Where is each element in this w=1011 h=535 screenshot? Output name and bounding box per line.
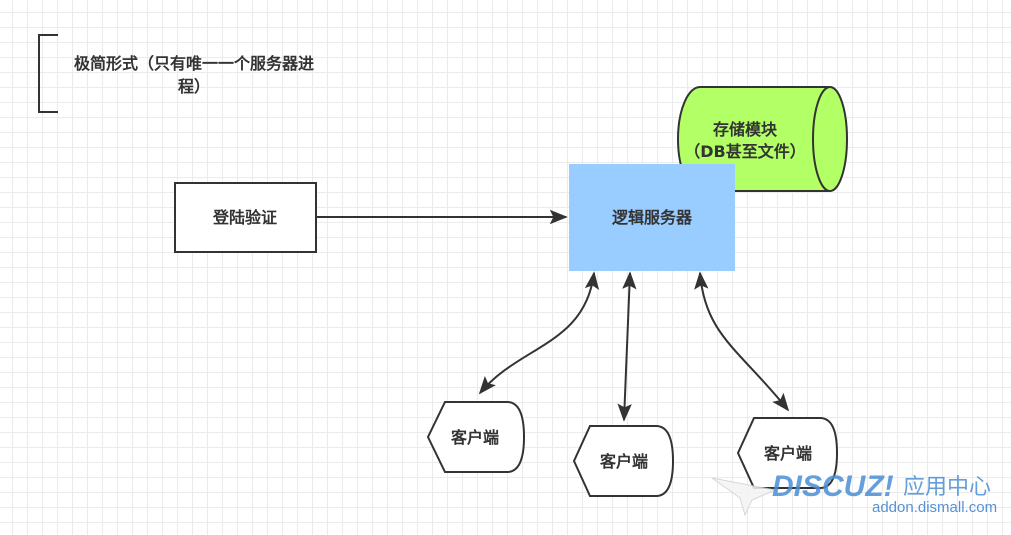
logic-server-node[interactable]: 逻辑服务器 bbox=[569, 164, 735, 271]
login-auth-label: 登陆验证 bbox=[212, 208, 277, 227]
watermark-brand: DISCUZ! bbox=[772, 470, 894, 503]
client-shape-2 bbox=[572, 425, 675, 497]
storage-label-line2: （DB甚至文件） bbox=[684, 142, 805, 161]
client-label-2: 客户端 bbox=[600, 452, 648, 471]
paper-plane-icon bbox=[711, 477, 777, 517]
login-auth-node[interactable]: 登陆验证 bbox=[174, 182, 317, 253]
edge-server-client-1[interactable] bbox=[478, 271, 600, 395]
edge-server-client-2[interactable] bbox=[617, 271, 637, 422]
note-text-line1: 极简形式（只有唯一一个服务器进 bbox=[74, 54, 314, 73]
watermark-cn: 应用中心 bbox=[903, 475, 991, 500]
storage-cylinder-cap bbox=[812, 86, 848, 192]
edge-server-client-3[interactable] bbox=[694, 271, 790, 412]
watermark-url: addon.dismall.com bbox=[872, 499, 997, 516]
logic-server-box bbox=[569, 164, 735, 271]
note-bracket bbox=[38, 34, 58, 113]
storage-label-line1: 存储模块 bbox=[713, 120, 778, 139]
note-text-line2: 程） bbox=[178, 77, 210, 96]
watermark: DISCUZ! 应用中心 addon.dismall.com bbox=[711, 470, 997, 517]
client-shape-1 bbox=[426, 401, 526, 473]
client-shape-3 bbox=[736, 417, 839, 489]
client-node-1[interactable]: 客户端 bbox=[426, 401, 526, 473]
client-label-3: 客户端 bbox=[764, 444, 812, 463]
logic-server-label: 逻辑服务器 bbox=[612, 208, 693, 227]
client-node-2[interactable]: 客户端 bbox=[572, 425, 675, 497]
note-annotation[interactable]: 极简形式（只有唯一一个服务器进 程） bbox=[38, 34, 314, 113]
client-node-3[interactable]: 客户端 bbox=[736, 417, 839, 489]
client-label-1: 客户端 bbox=[451, 428, 499, 447]
